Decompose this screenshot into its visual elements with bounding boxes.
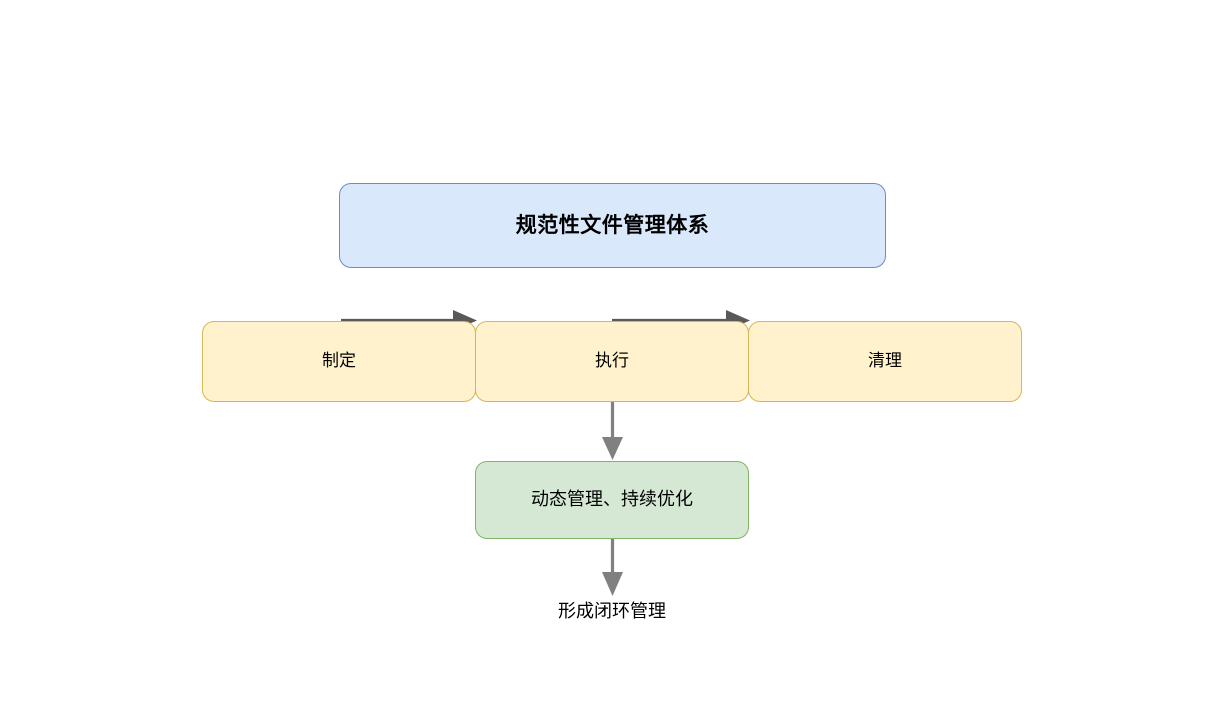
node-stage-cleanup[interactable]: 清理 [748,321,1022,402]
node-regulatory-document-management-system[interactable]: 规范性文件管理体系 [339,183,886,268]
node-stage-2-label: 清理 [868,351,902,371]
node-stage-execute[interactable]: 执行 [475,321,749,402]
node-stage-0-label: 制定 [322,351,356,371]
node-closed-loop-management: 形成闭环管理 [475,600,749,623]
node-root-label: 规范性文件管理体系 [515,213,710,237]
edge-stage-1-to-outcome [602,402,623,460]
edge-outcome-to-terminal [602,539,623,596]
node-stage-1-label: 执行 [595,351,629,371]
node-dynamic-management-continuous-optimization[interactable]: 动态管理、持续优化 [475,461,749,539]
node-terminal-label: 形成闭环管理 [558,601,666,621]
node-outcome-label: 动态管理、持续优化 [531,489,693,510]
node-stage-formulate[interactable]: 制定 [202,321,476,402]
